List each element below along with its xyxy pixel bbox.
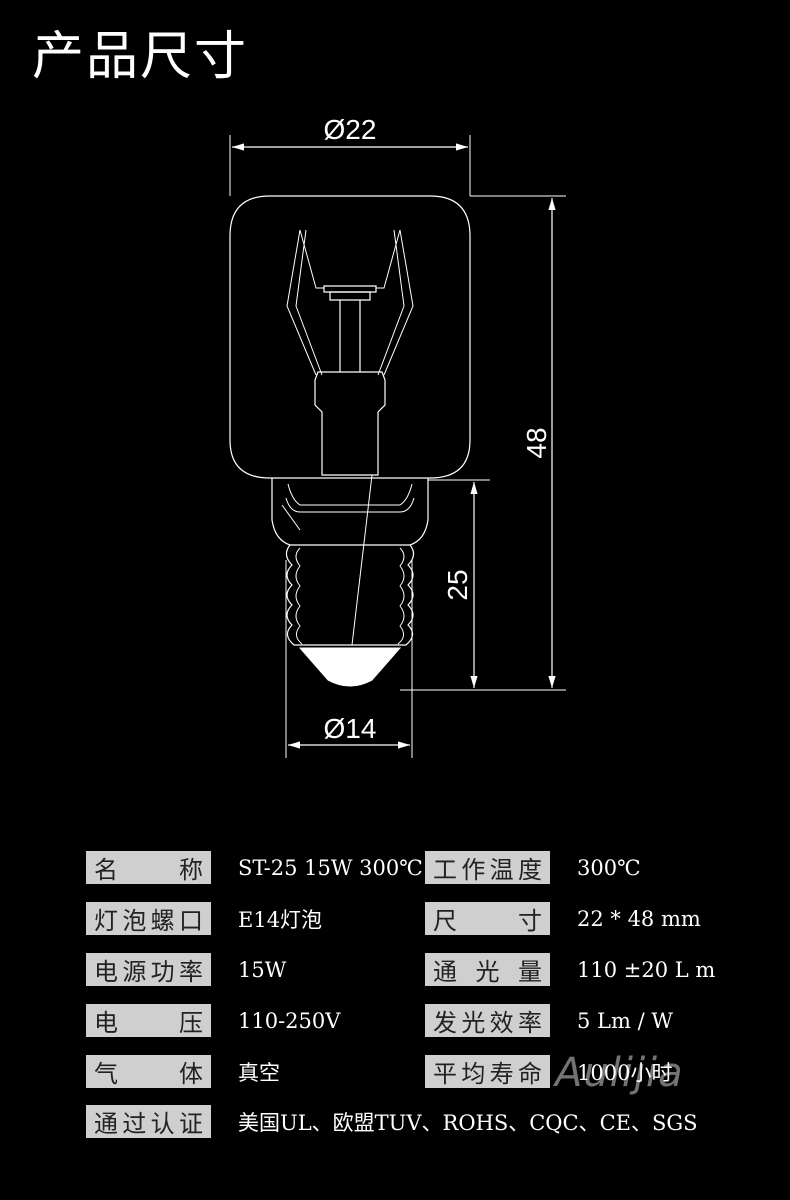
spec-label-gas: 气 体 xyxy=(86,1055,211,1088)
filament-stem xyxy=(314,371,386,476)
brand-watermark: Aulijia xyxy=(555,1050,684,1096)
spec-label-name: 名 称 xyxy=(86,851,211,884)
spec-value-efficacy: 5 Lm / W xyxy=(577,1008,673,1033)
spec-value-luminous-flux: 110 ±20 L m xyxy=(577,957,716,982)
contact-tip xyxy=(298,647,402,687)
bulb-glass xyxy=(229,195,471,479)
spec-value-voltage: 110-250V xyxy=(238,1008,341,1033)
spec-label-power: 电源功率 xyxy=(86,953,211,986)
filament-wire-left xyxy=(286,229,317,376)
page-title: 产品尺寸 xyxy=(32,27,249,87)
spec-value-socket: E14灯泡 xyxy=(238,907,323,932)
dim-label-base-width: Ø14 xyxy=(324,713,377,744)
dim-label-top-width: Ø22 xyxy=(324,114,377,145)
spec-value-gas: 真空 xyxy=(238,1060,280,1085)
spec-label-voltage: 电 压 xyxy=(86,1004,211,1037)
spec-value-working-temp: 300℃ xyxy=(577,855,641,880)
dim-label-total-height: 48 xyxy=(521,427,552,458)
spec-label-working-temp: 工作温度 xyxy=(425,851,550,884)
spec-label-size: 尺 寸 xyxy=(425,902,550,935)
dim-label-base-height: 25 xyxy=(442,569,473,600)
spec-value-name: ST-25 15W 300℃ xyxy=(238,855,423,880)
bulb-dimension-diagram: Ø22 48 25 Ø14 xyxy=(229,114,566,758)
screw-base xyxy=(285,544,415,646)
spec-label-certification: 通过认证 xyxy=(86,1105,211,1138)
spec-label-socket: 灯泡螺口 xyxy=(86,902,211,935)
spec-value-certification: 美国UL、欧盟TUV、ROHS、CQC、CE、SGS xyxy=(238,1110,698,1135)
spec-label-efficacy: 发光效率 xyxy=(425,1004,550,1037)
spec-label-luminous-flux: 通光量 xyxy=(425,953,550,986)
filament-wire-right xyxy=(383,229,414,376)
spec-label-lifespan: 平均寿命 xyxy=(425,1055,550,1088)
spec-value-power: 15W xyxy=(238,957,287,982)
spec-value-size: 22 * 48 mm xyxy=(577,906,701,931)
bulb-neck xyxy=(271,478,429,546)
